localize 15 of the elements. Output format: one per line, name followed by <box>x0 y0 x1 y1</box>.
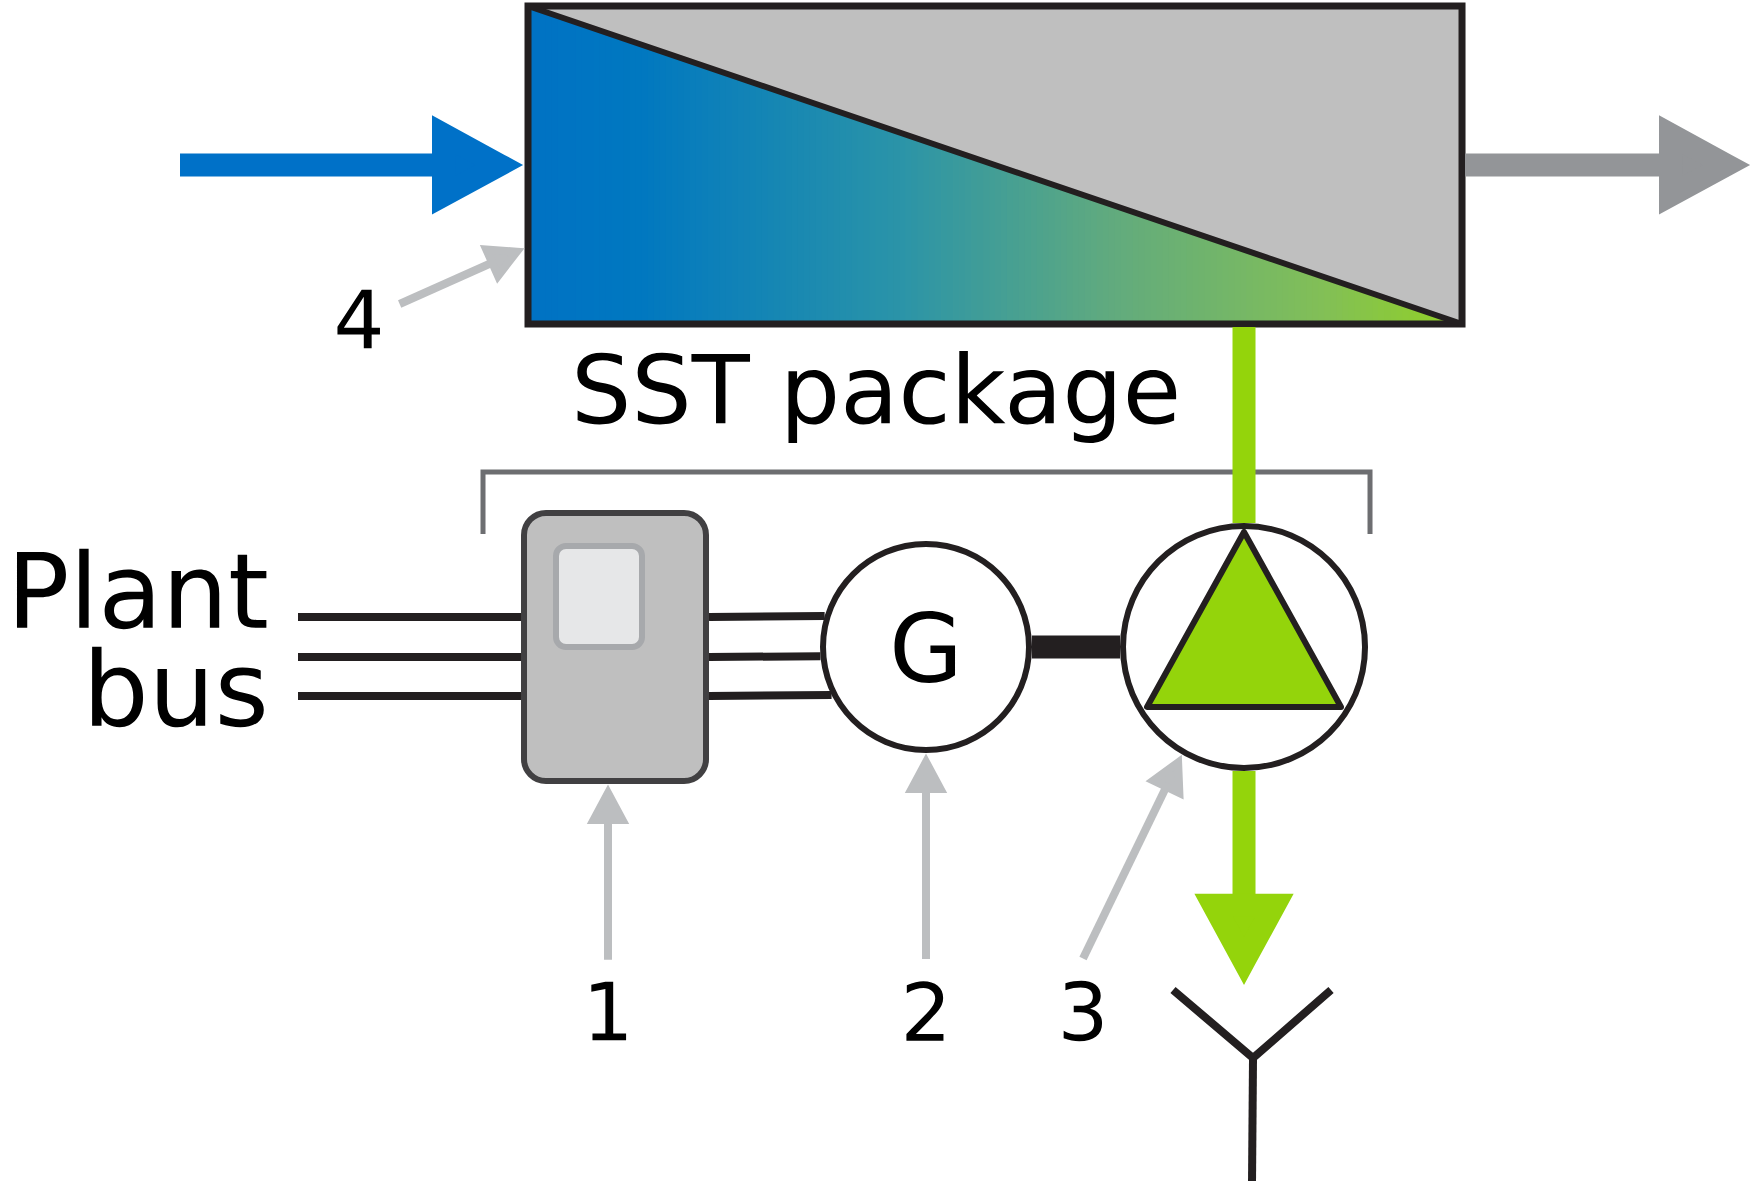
shaft-line <box>1032 635 1120 659</box>
pump-symbol <box>1120 523 1368 771</box>
bracket-label: SST package <box>577 351 1177 443</box>
bus-wire <box>708 612 825 621</box>
bus-label: Plant bus <box>17 548 267 728</box>
callout-number: 1 <box>591 981 627 1041</box>
bus-wire <box>709 652 821 661</box>
callout-number: 3 <box>1063 980 1103 1042</box>
heat-exchanger <box>524 2 1466 328</box>
pipe-line <box>1232 327 1256 523</box>
callout-number: 4 <box>337 289 380 349</box>
controller-box <box>521 510 709 784</box>
bus-wire <box>709 691 832 700</box>
fork-symbol <box>1170 986 1334 1181</box>
callout-number: 2 <box>906 981 944 1041</box>
